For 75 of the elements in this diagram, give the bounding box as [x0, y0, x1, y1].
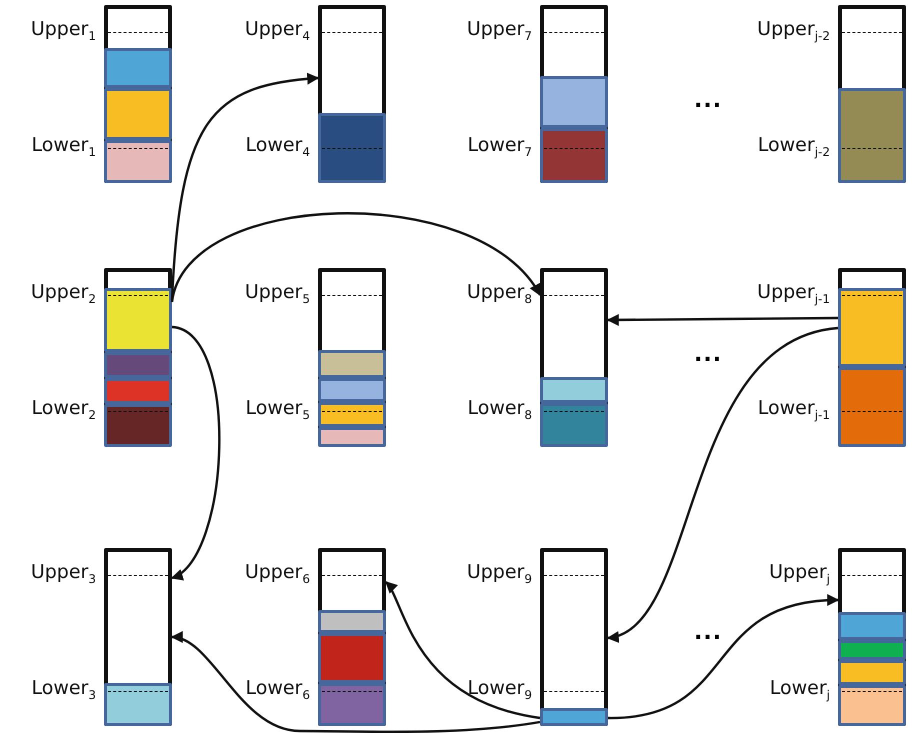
ellipsis: ...: [694, 342, 722, 367]
stacked-item: [838, 685, 906, 726]
bin: [540, 268, 608, 446]
bin-label: Upper$_{j-1}$: [757, 281, 830, 308]
arrow: [606, 326, 838, 640]
bin-label: Upper$_{1}$: [30, 18, 96, 45]
stacked-item: [318, 350, 386, 378]
arrow: [608, 594, 840, 720]
ellipsis: ...: [694, 620, 722, 645]
arrow: [606, 314, 838, 326]
bin-label: Upper$_{j-2}$: [757, 18, 830, 45]
bin-label: Upper$_{8}$: [466, 281, 532, 308]
arrow: [171, 326, 220, 579]
bin-label: Upper$_{3}$: [30, 561, 96, 588]
bin-label: Lower$_{6}$: [245, 677, 310, 704]
stacked-item: [318, 683, 386, 726]
bin-label: Upper$_{7}$: [466, 18, 532, 45]
stacked-item: [104, 140, 172, 183]
stacked-item: [540, 377, 608, 403]
stacked-item: [838, 612, 906, 640]
bin: [104, 5, 172, 183]
arrow: [170, 633, 540, 733]
bin-label: Lower$_{j}$: [770, 677, 830, 704]
bin: [838, 5, 906, 183]
bin: [540, 5, 608, 183]
stacked-item: [540, 76, 608, 128]
ellipsis: ...: [694, 88, 722, 113]
bin: [838, 268, 906, 446]
bin-label: Lower$_{1}$: [31, 134, 96, 161]
bin-label: Upper$_{4}$: [244, 18, 310, 45]
stacked-item: [104, 48, 172, 88]
bin-label: Lower$_{2}$: [31, 397, 96, 424]
arrow: [170, 73, 320, 300]
bin: [318, 268, 386, 446]
bin-label: Lower$_{5}$: [245, 397, 310, 424]
bin-label: Upper$_{j}$: [769, 561, 830, 588]
bin-label: Lower$_{9}$: [467, 677, 532, 704]
stacked-item: [104, 404, 172, 447]
stacked-item: [104, 288, 172, 352]
arrow: [170, 212, 541, 302]
stacked-item: [540, 128, 608, 183]
bin-label: Lower$_{4}$: [245, 134, 310, 161]
stacked-item: [318, 402, 386, 427]
stacked-item: [318, 113, 386, 183]
arrow: [385, 581, 540, 720]
stacked-item: [318, 633, 386, 683]
bin-label: Upper$_{9}$: [466, 561, 532, 588]
bin: [540, 548, 608, 726]
stacked-item: [104, 683, 172, 726]
bin: [104, 268, 172, 446]
stacked-item: [838, 288, 906, 367]
stacked-item: [318, 378, 386, 402]
bin-label: Upper$_{6}$: [244, 561, 310, 588]
bin-label: Lower$_{j-1}$: [758, 397, 830, 424]
stacked-item: [540, 708, 608, 726]
stacked-item: [838, 660, 906, 685]
bin: [838, 548, 906, 726]
stacked-item: [838, 88, 906, 183]
stacked-item: [838, 640, 906, 660]
bin-label: Lower$_{j-2}$: [758, 134, 830, 161]
bin-label: Upper$_{2}$: [30, 281, 96, 308]
stacked-item: [104, 352, 172, 378]
stacked-item: [104, 88, 172, 140]
bin-label: Lower$_{8}$: [467, 397, 532, 424]
bin: [318, 5, 386, 183]
bin: [104, 548, 172, 726]
stacked-item: [540, 403, 608, 447]
bin-label: Upper$_{5}$: [244, 281, 310, 308]
stacked-item: [104, 378, 172, 404]
stacked-item: [838, 367, 906, 447]
bin: [318, 548, 386, 726]
stacked-item: [318, 427, 386, 447]
bin-label: Lower$_{7}$: [467, 134, 532, 161]
stacked-item: [318, 610, 386, 633]
bin-label: Lower$_{3}$: [31, 677, 96, 704]
